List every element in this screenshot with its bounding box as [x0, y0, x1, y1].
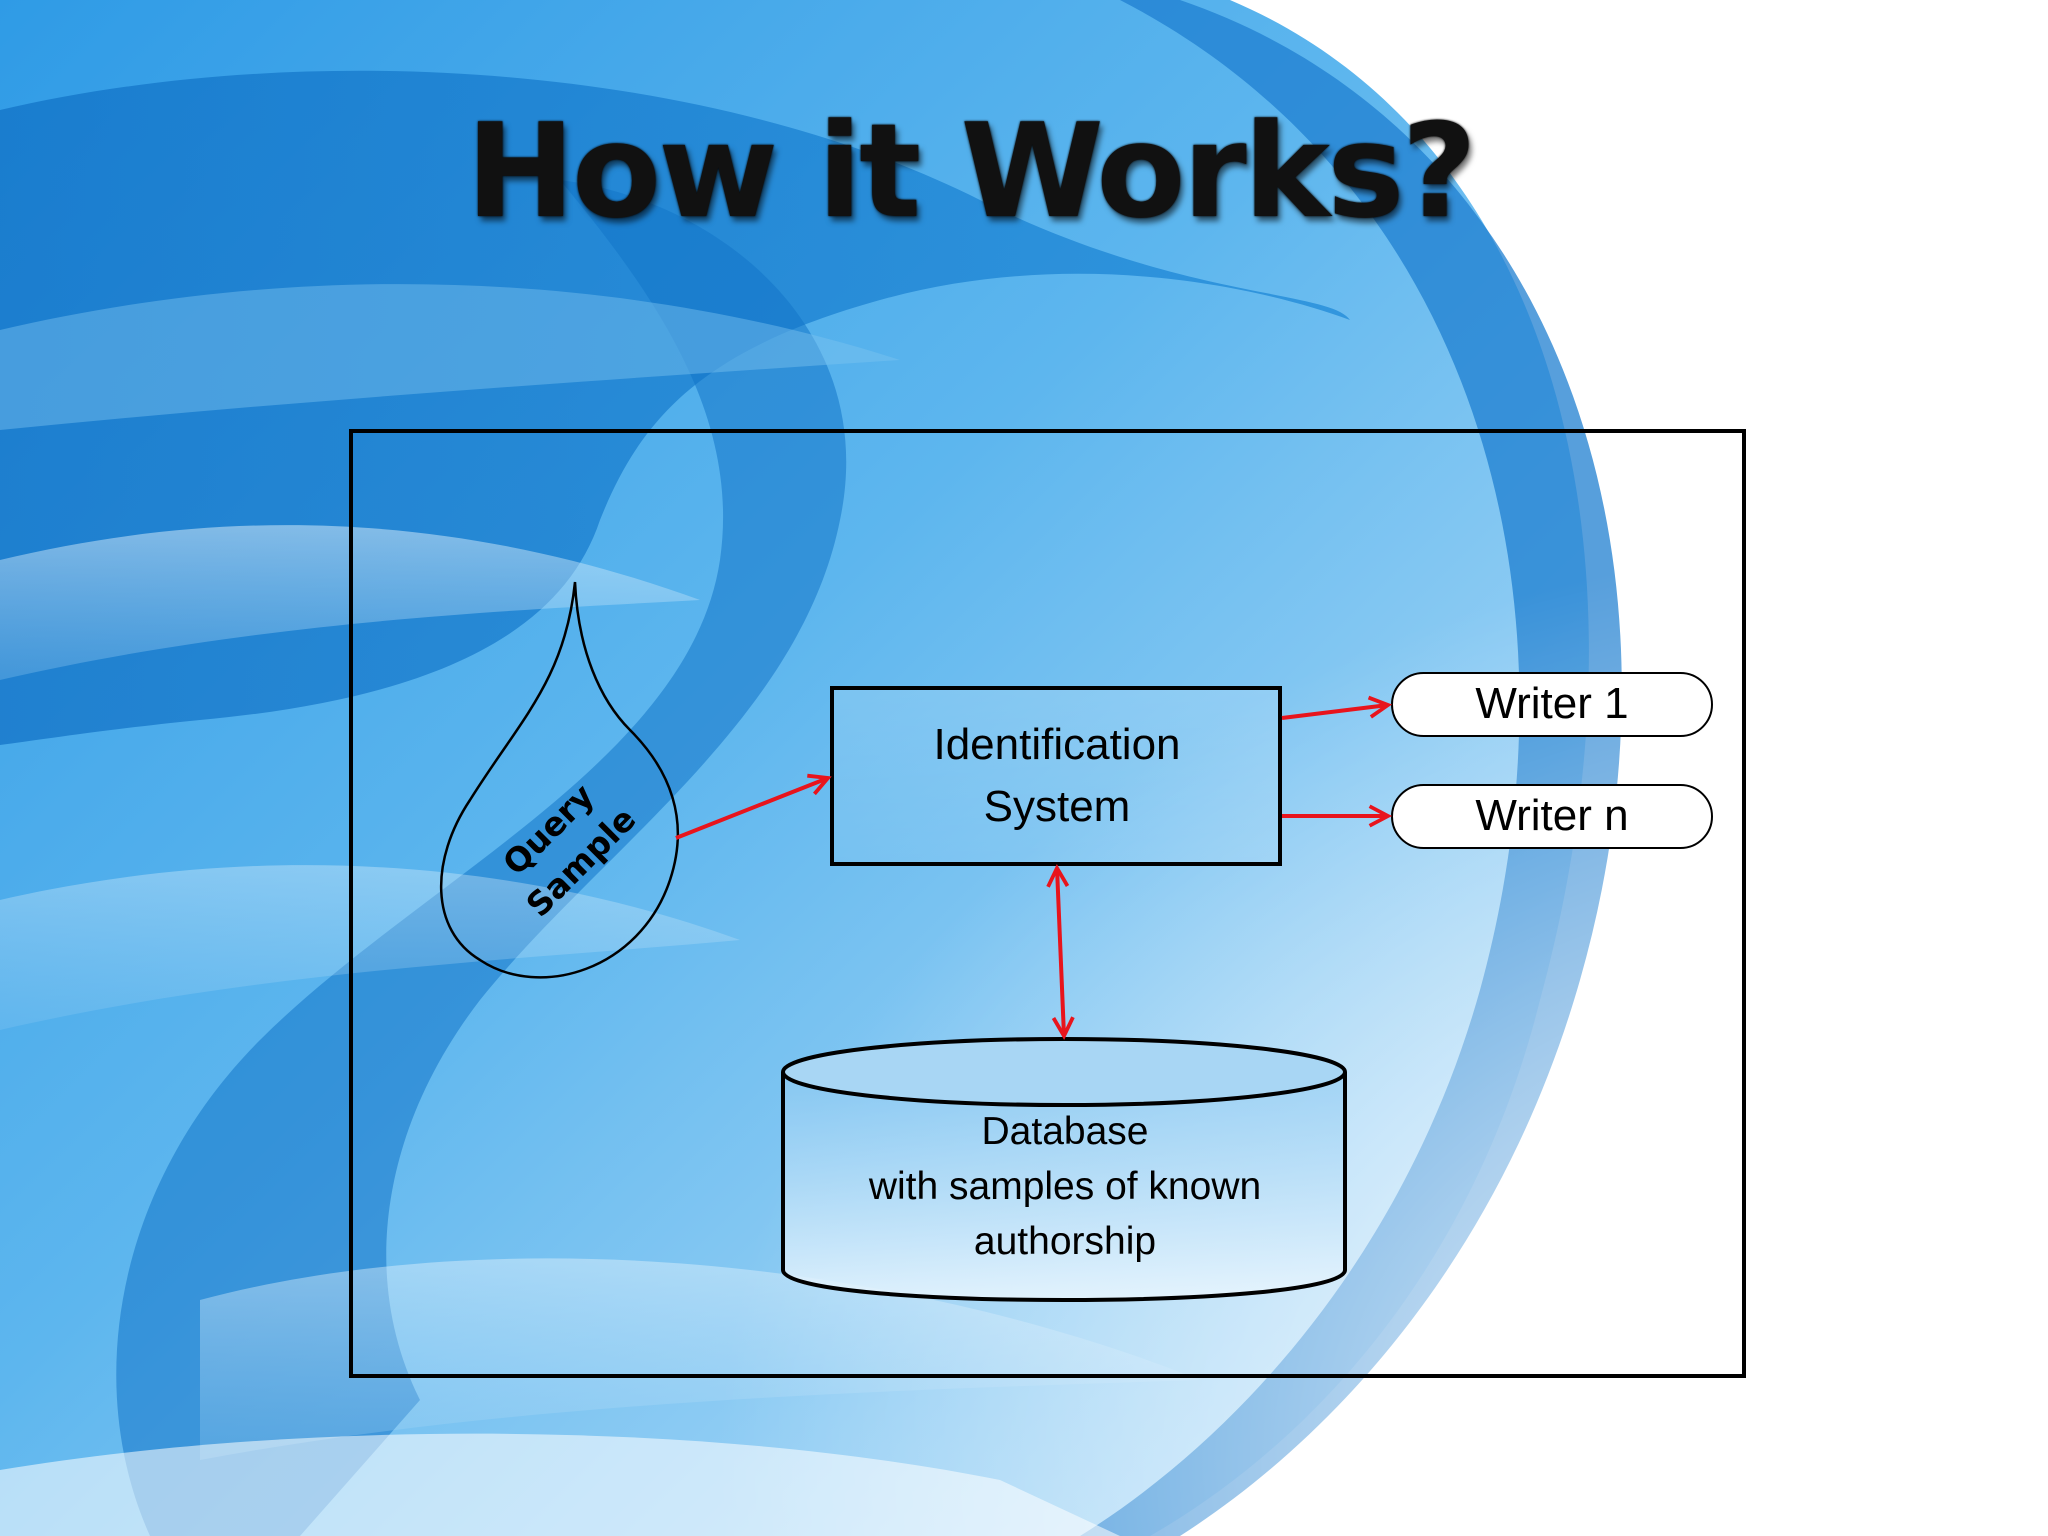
writer-1-label: Writer 1: [1475, 679, 1629, 728]
database-top: [781, 1037, 1347, 1107]
database-line-1: Database: [981, 1110, 1149, 1153]
database-shape: [781, 1072, 1347, 1302]
database-line-3: authorship: [973, 1220, 1157, 1263]
arrow-system-database: [1046, 863, 1075, 1041]
database-label: Database with samples of known authorshi…: [790, 1104, 1340, 1269]
diagram-frame: [349, 429, 1746, 1378]
identification-system-label: Identification System: [832, 714, 1282, 838]
writer-n-label: Writer n: [1475, 791, 1629, 840]
identification-system-box: [830, 686, 1282, 866]
slide-title: How it Works?: [466, 95, 1477, 247]
identification-system-line-1: Identification: [933, 720, 1181, 769]
identification-system-line-2: System: [983, 782, 1131, 831]
query-sample-shape: [439, 581, 680, 979]
arrow-query-to-system: [675, 773, 832, 840]
database-line-2: with samples of known: [868, 1165, 1262, 1208]
arrow-system-to-writer-1: [1281, 695, 1393, 720]
